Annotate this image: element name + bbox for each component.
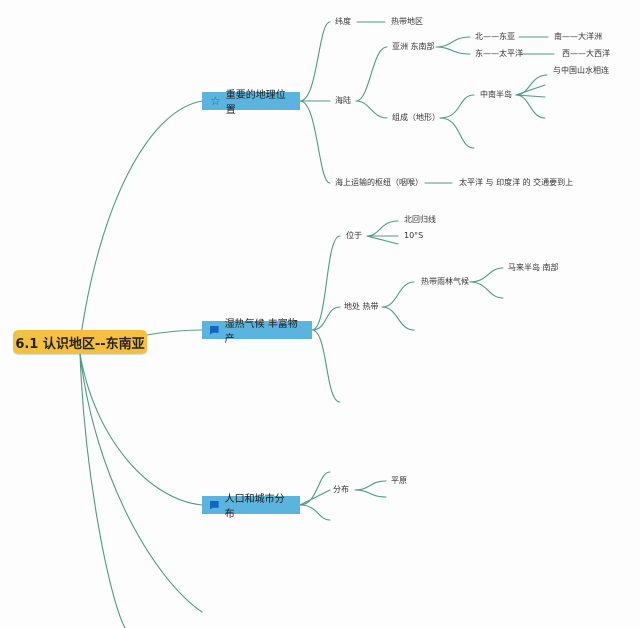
node-ocean-route[interactable]: 太平洋 与 印度洋 的 交通要到上 (459, 178, 574, 187)
branch-location-label: 重要的地理位置 (225, 90, 286, 116)
node-located[interactable]: 位于 (346, 231, 362, 240)
connector-root-to-population (79, 353, 203, 506)
node-sea-hub[interactable]: 海上运输的枢纽（咽喉） (335, 178, 423, 187)
node-latitude[interactable]: 纬度 (335, 17, 351, 26)
node-tropical-region[interactable]: 热带地区 (391, 17, 423, 26)
root-node[interactable]: 6.1 认识地区--东南亚 (13, 330, 147, 354)
branch-population-label: 人口和城市分布 (224, 494, 285, 520)
node-distribution[interactable]: 分布 (333, 485, 349, 494)
node-west[interactable]: 西——大西洋 (562, 49, 610, 58)
node-connected-china[interactable]: 与中国山水相连 (553, 66, 609, 75)
node-plain[interactable]: 平原 (391, 476, 407, 485)
flag-icon (210, 325, 219, 335)
connector-root-to-location (79, 100, 203, 343)
branch-location[interactable]: ☆ 重要的地理位置 (202, 90, 300, 116)
node-malay-south[interactable]: 马来半岛 南部 (508, 263, 559, 272)
branch-climate-label: 湿热气候 丰富物产 (224, 319, 298, 345)
node-10s[interactable]: 10°S (404, 231, 424, 240)
node-rainforest-climate[interactable]: 热带雨林气候 (421, 277, 469, 286)
connector-root-extra-1 (79, 353, 203, 613)
flag-icon (210, 500, 219, 510)
root-label: 6.1 认识地区--东南亚 (15, 336, 145, 352)
node-tropic-cancer[interactable]: 北回归线 (404, 215, 436, 224)
node-asia-southeast[interactable]: 亚洲 东南部 (392, 42, 435, 51)
connector-root-to-climate (146, 329, 203, 336)
node-north[interactable]: 北——东亚 (475, 32, 515, 41)
connector-root-extra-2 (79, 353, 126, 628)
node-sea-land[interactable]: 海陆 (335, 96, 351, 105)
star-icon: ☆ (210, 94, 221, 108)
branch-population[interactable]: 人口和城市分布 (202, 494, 300, 520)
node-tropical-zone[interactable]: 地处 热带 (344, 302, 379, 311)
node-east[interactable]: 东——太平洋 (475, 49, 523, 58)
node-composition[interactable]: 组成（地形） (392, 113, 440, 122)
node-south[interactable]: 南——大洋洲 (554, 32, 602, 41)
branch-climate[interactable]: 湿热气候 丰富物产 (202, 319, 312, 345)
node-indochina[interactable]: 中南半岛 (480, 90, 512, 99)
